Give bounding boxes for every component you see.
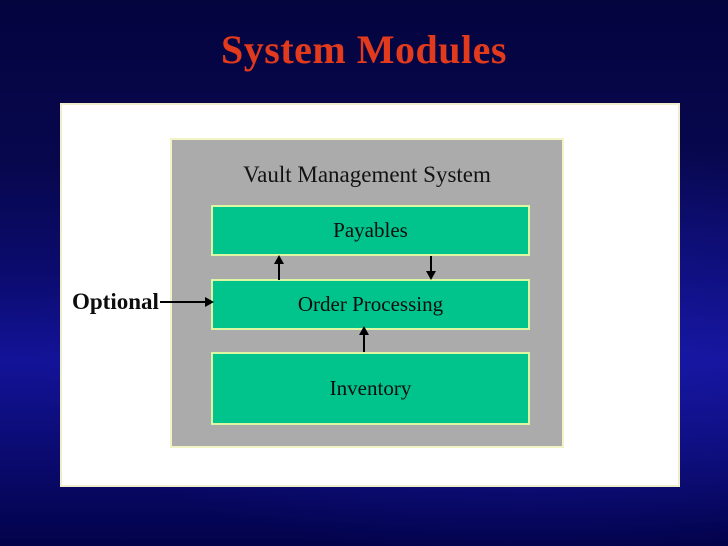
arrowhead-up-icon xyxy=(274,255,284,264)
arrow-up-inventory-to-order xyxy=(363,334,365,352)
module-box-order-processing: Order Processing xyxy=(211,279,530,330)
arrowhead-down-icon xyxy=(426,271,436,280)
module-label-order-processing: Order Processing xyxy=(297,292,444,316)
arrow-up-order-to-payables xyxy=(278,263,280,280)
module-label-payables: Payables xyxy=(333,218,408,242)
arrow-down-payables-to-order xyxy=(430,256,432,272)
container-label: Vault Management System xyxy=(243,162,491,187)
optional-label: Optional xyxy=(72,289,159,314)
module-box-payables: Payables xyxy=(211,205,530,256)
arrowhead-right-icon xyxy=(205,297,214,307)
arrowhead-up-icon xyxy=(359,326,369,335)
slide-title: System Modules xyxy=(221,27,507,72)
module-label-inventory: Inventory xyxy=(329,376,412,400)
arrow-right-optional-to-order xyxy=(160,301,206,303)
module-box-inventory: Inventory xyxy=(211,352,530,425)
